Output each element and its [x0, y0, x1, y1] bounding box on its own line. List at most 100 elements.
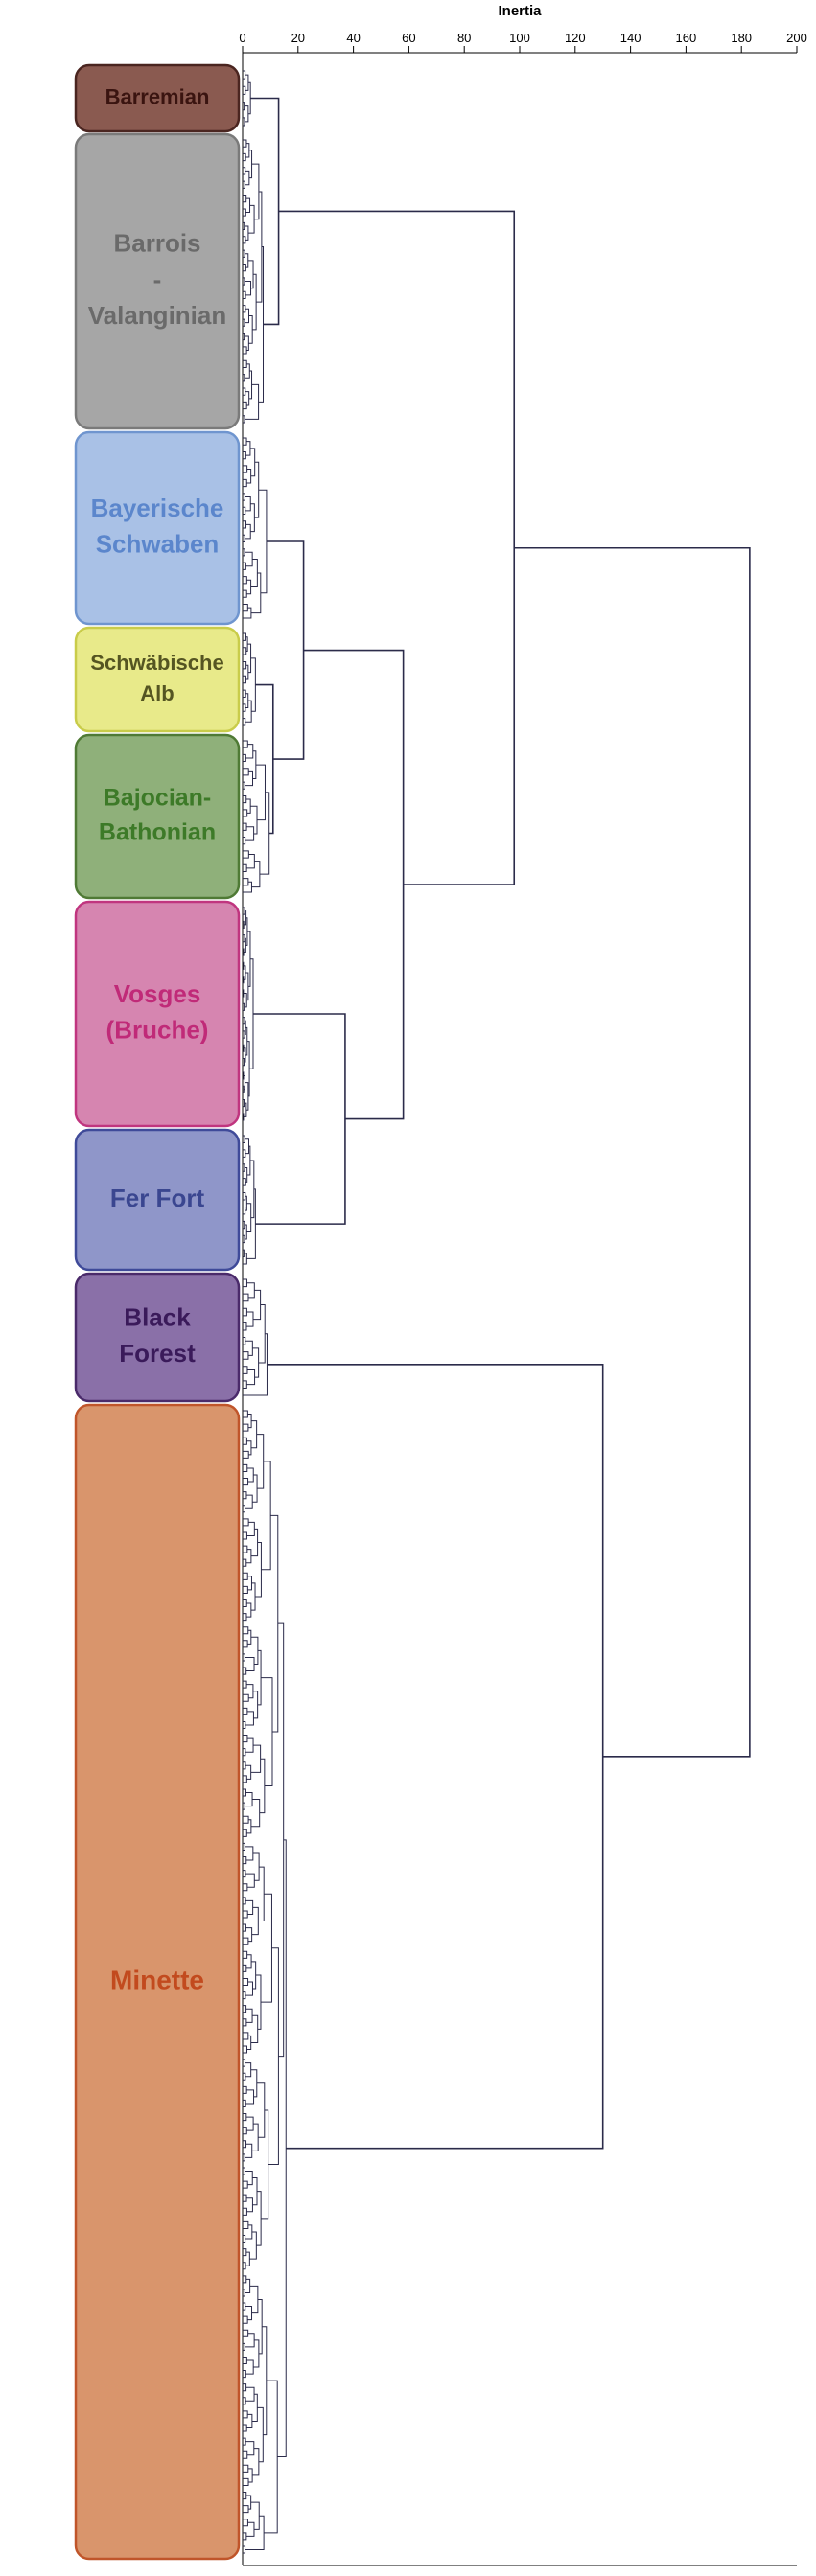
leaf-branch [243, 2220, 249, 2229]
leaf-branch [243, 1910, 248, 1919]
leaf-branch [243, 465, 248, 473]
leaf-branch [243, 1220, 245, 1230]
leaf-branch [245, 1954, 252, 1969]
leaf-branch [277, 1622, 285, 2058]
cluster-box [74, 63, 241, 133]
leaf-branch [256, 2191, 262, 2246]
leaf-branch [247, 2468, 253, 2483]
leaf-branch [243, 1102, 247, 1117]
leaf-branch [245, 1899, 254, 1915]
merge-branch [303, 649, 405, 1120]
leaf-branch [250, 2501, 260, 2530]
leaf-branch [243, 1856, 247, 1865]
leaf-branch [260, 1893, 272, 2003]
leaf-branch [250, 1744, 262, 1773]
leaf-branch [245, 2306, 253, 2321]
cluster-box [74, 132, 241, 430]
leaf-branch [244, 363, 250, 379]
cluster-label-line: Bathonian [99, 819, 216, 846]
leaf-branch [245, 1737, 254, 1753]
leaf-branch [250, 1799, 261, 1828]
leaf-branch [243, 1923, 246, 1932]
leaf-branch [243, 2424, 247, 2432]
leaf-branch [245, 744, 254, 759]
leaf-branch [243, 863, 247, 872]
cluster-label-line: Bajocian- [104, 784, 212, 811]
leaf-branch [243, 1680, 247, 1689]
leaf-branch [258, 246, 265, 402]
leaf-branch [243, 2005, 247, 2013]
leaf-branch [247, 260, 254, 289]
leaf-branch [255, 764, 266, 821]
tick-label-160: 160 [676, 31, 697, 45]
leaf-branch [243, 139, 247, 148]
leaf-branch [243, 1322, 247, 1331]
leaf-branch [243, 1585, 248, 1594]
leaf-branch [243, 1463, 248, 1472]
leaf-branch [245, 2386, 255, 2402]
leaf-branch [247, 81, 251, 115]
leaf-branch [243, 1333, 268, 1396]
leaf-branch [246, 579, 252, 595]
leaf-branch [243, 2477, 249, 2486]
leaf-branch [243, 2315, 248, 2324]
leaf-branch [243, 2194, 247, 2202]
leaf-branch [245, 1927, 253, 1943]
leaf-branch [243, 1366, 248, 1374]
leaf-branch [243, 1074, 245, 1091]
leaf-branch [243, 1351, 249, 1360]
leaf-branch [245, 1873, 255, 1888]
leaf-branch [268, 1947, 279, 2165]
leaf-branch [270, 1514, 279, 1733]
leaf-branch [243, 1234, 245, 1244]
leaf-branch [246, 1684, 254, 1699]
leaf-branch [243, 2275, 247, 2284]
leaf-branch [243, 934, 245, 943]
leaf-branch [245, 2333, 255, 2348]
cluster-barrois: Barrois-Valanginian [74, 132, 241, 430]
leaf-branch [243, 1613, 247, 1622]
leaf-branch [243, 1085, 245, 1093]
leaf-branches [243, 70, 287, 2554]
leaf-branch [246, 2035, 252, 2051]
cluster-label-line: (Bruche) [106, 1016, 209, 1045]
leaf-branch [243, 437, 247, 446]
leaf-branch [245, 917, 248, 946]
leaf-branch [243, 2532, 247, 2541]
leaf-branch [245, 2116, 254, 2131]
leaf-branch [243, 1828, 247, 1837]
leaf-branch [243, 1720, 246, 1729]
leaf-branch [243, 809, 248, 817]
leaf-branch [243, 1667, 247, 1675]
leaf-branch [243, 837, 246, 845]
axis-title: Inertia [498, 3, 542, 19]
leaf-branch [243, 2410, 248, 2419]
leaf-branch [250, 2014, 259, 2043]
leaf-branch [255, 1542, 262, 1598]
leaf-branch [261, 1677, 273, 1786]
leaf-branch [252, 1690, 259, 1719]
leaf-branch [250, 1420, 258, 1449]
leaf-branch [243, 881, 252, 893]
leaf-branch [243, 2518, 248, 2527]
leaf-branch [243, 332, 245, 341]
leaf-branch [243, 1950, 248, 1959]
leaf-branch [250, 657, 256, 712]
leaf-branch [246, 854, 255, 869]
cluster-box [74, 1403, 241, 2561]
leaf-branch [243, 2248, 247, 2257]
tick-label-20: 20 [291, 31, 305, 45]
leaf-branch [243, 2356, 247, 2365]
leaf-branch [243, 607, 252, 619]
leaf-branch [245, 391, 250, 406]
cluster-bajocian: Bajocian- Bathonian [74, 733, 241, 900]
leaf-branch [246, 1203, 252, 1232]
leaf-branch [245, 2521, 255, 2537]
leaf-branch [243, 236, 246, 244]
leaf-branch [251, 1961, 257, 1990]
cluster-label-line: Schwaben [96, 530, 220, 559]
leaf-branch [243, 768, 249, 776]
leaf-branch [243, 2032, 249, 2040]
leaf-branch [243, 2492, 247, 2500]
leaf-branch [243, 359, 247, 368]
